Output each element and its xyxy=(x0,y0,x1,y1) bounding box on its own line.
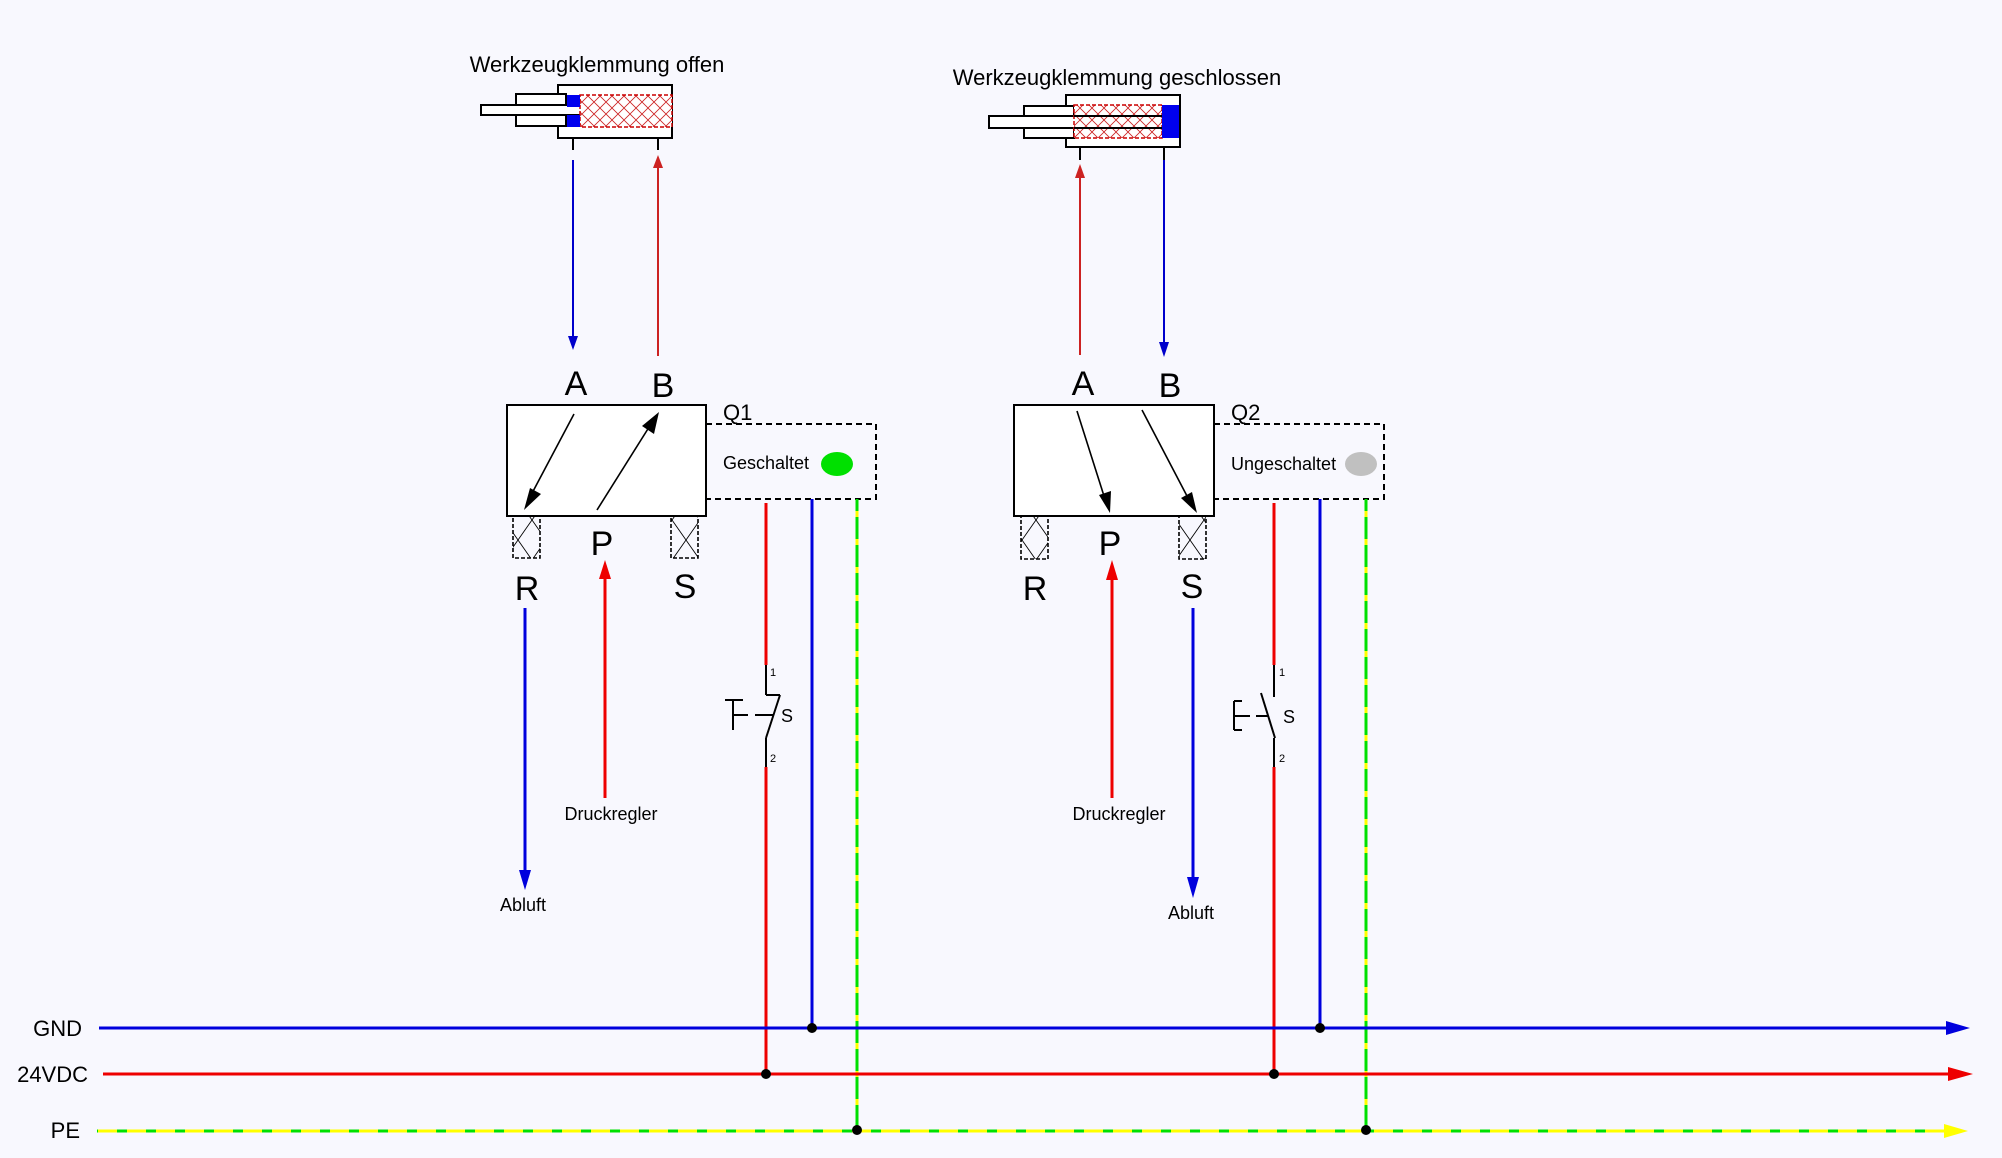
solenoid-box xyxy=(1213,423,1385,500)
silencer-r xyxy=(512,515,541,559)
valve-body[interactable] xyxy=(506,404,707,517)
q1-supply-line: Druckregler xyxy=(564,560,658,824)
silencer-s xyxy=(670,515,699,559)
status-label: Geschaltet xyxy=(723,453,809,473)
pressure-chamber xyxy=(579,94,673,128)
junction-dot xyxy=(852,1125,862,1135)
arrow-right-icon xyxy=(1948,1067,1973,1081)
hose-q1-a xyxy=(568,160,578,350)
q1-wiring xyxy=(764,499,859,1130)
hose-q2-a xyxy=(1075,164,1085,355)
flow-arrow-icon xyxy=(1181,492,1197,513)
status-label: Ungeschaltet xyxy=(1231,454,1336,474)
cylinder-title: Werkzeugklemmung geschlossen xyxy=(953,65,1282,90)
rail-24vdc: 24VDC xyxy=(17,1062,1973,1087)
hose-q2-b xyxy=(1159,160,1169,357)
port-s-label: S xyxy=(674,568,697,606)
flow-arrow-icon xyxy=(642,412,659,434)
rail-gnd: GND xyxy=(33,1016,1970,1041)
flow-arrow-icon xyxy=(1099,491,1111,513)
junction-dot xyxy=(1361,1125,1371,1135)
port-s-label: S xyxy=(1181,568,1204,606)
q1-exhaust-line: Abluft xyxy=(500,608,546,915)
pressure-chamber xyxy=(1073,104,1163,139)
pin-2-label: 2 xyxy=(770,753,776,765)
piston-lower xyxy=(567,115,580,127)
switch-q1-closed[interactable]: 1 2 S xyxy=(725,665,793,767)
pin-2-label: 2 xyxy=(1279,753,1285,765)
port-a-label: A xyxy=(565,365,588,403)
switch-label: S xyxy=(1283,707,1295,727)
rail-label: 24VDC xyxy=(17,1062,88,1087)
valve-q1[interactable]: A B Q1 P R S Geschaltet xyxy=(506,365,877,608)
silencer-s xyxy=(1178,515,1207,560)
silencer-r xyxy=(1020,515,1049,560)
rail-label: GND xyxy=(33,1016,82,1041)
valve-id: Q1 xyxy=(723,400,752,425)
piston-rod xyxy=(480,104,582,116)
port-b-label: B xyxy=(1159,367,1182,405)
q2-exhaust-line: Abluft xyxy=(1168,608,1214,923)
flow-arrow-icon xyxy=(524,488,541,510)
rail-label: PE xyxy=(51,1118,80,1143)
port-a-label: A xyxy=(1072,365,1095,403)
port-p-label: P xyxy=(591,525,614,563)
piston-upper xyxy=(567,95,580,107)
arrow-up-icon xyxy=(1075,164,1085,178)
junction-dot xyxy=(761,1069,771,1079)
junctions xyxy=(761,1023,1371,1135)
port-r-label: R xyxy=(515,570,540,608)
arrow-down-icon xyxy=(568,336,578,350)
arrow-up-icon xyxy=(599,560,611,579)
arrow-right-icon xyxy=(1944,1124,1968,1138)
valve-q2[interactable]: A B Q2 P R S Ungeschaltet xyxy=(1013,365,1385,608)
exhaust-label: Abluft xyxy=(1168,903,1214,923)
rail-pe: PE xyxy=(51,1118,1968,1143)
switch-q2-open[interactable]: 1 2 S xyxy=(1233,665,1295,767)
junction-dot xyxy=(1269,1069,1279,1079)
switch-label: S xyxy=(781,706,793,726)
junction-dot xyxy=(1315,1023,1325,1033)
port-r-label: R xyxy=(1023,570,1048,608)
arrow-down-icon xyxy=(1159,342,1169,357)
piston xyxy=(1162,105,1179,138)
exhaust-label: Abluft xyxy=(500,895,546,915)
arrow-down-icon xyxy=(519,870,531,890)
hose-q1-b xyxy=(653,155,663,356)
pin-1-label: 1 xyxy=(770,667,776,679)
pin-1-label: 1 xyxy=(1279,667,1285,679)
junction-dot xyxy=(807,1023,817,1033)
status-led-off xyxy=(1345,452,1377,476)
status-led-on xyxy=(821,452,853,476)
port-b-label: B xyxy=(652,367,675,405)
cylinder-title: Werkzeugklemmung offen xyxy=(470,52,725,77)
arrow-up-icon xyxy=(653,155,663,168)
supply-label: Druckregler xyxy=(1072,804,1165,824)
cylinder-open: Werkzeugklemmung offen xyxy=(470,52,725,150)
cylinder-closed: Werkzeugklemmung geschlossen xyxy=(953,65,1282,160)
arrow-up-icon xyxy=(1106,560,1118,580)
port-p-label: P xyxy=(1099,525,1122,563)
solenoid-box xyxy=(705,423,877,500)
valve-body[interactable] xyxy=(1013,404,1215,517)
arrow-down-icon xyxy=(1187,877,1199,898)
valve-id: Q2 xyxy=(1231,400,1260,425)
q2-wiring xyxy=(1272,499,1368,1130)
q2-supply-line: Druckregler xyxy=(1072,560,1166,824)
supply-label: Druckregler xyxy=(564,804,657,824)
arrow-right-icon xyxy=(1946,1021,1970,1035)
